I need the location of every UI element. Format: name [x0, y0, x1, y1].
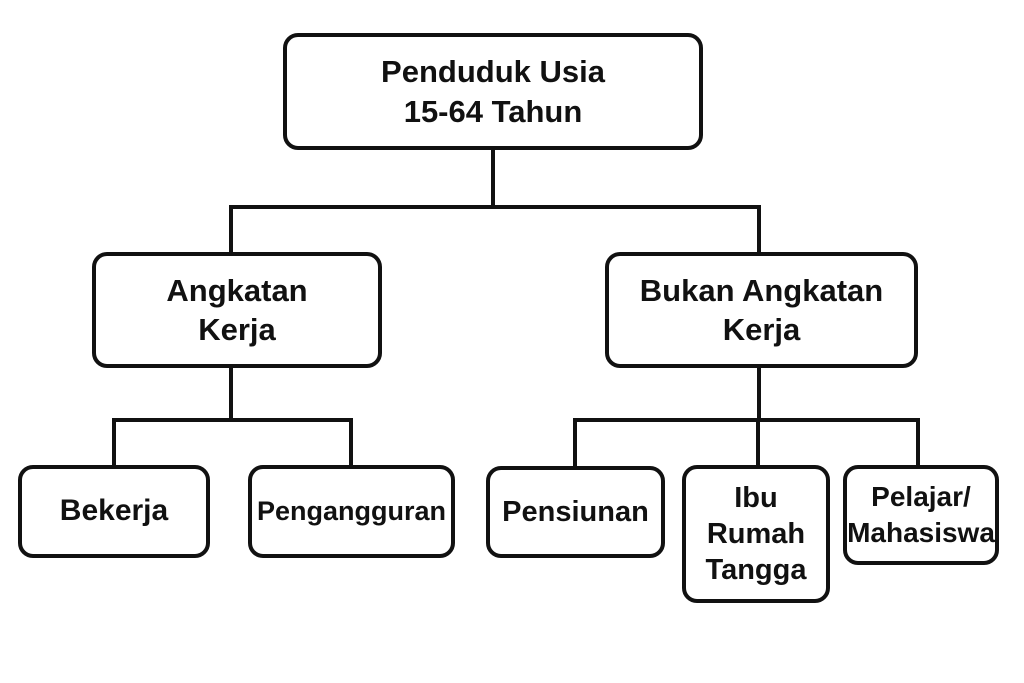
edge-pensiunan-drop [573, 418, 577, 468]
edge-right-horizontal-bar [573, 418, 920, 422]
node-bekerja: Bekerja [18, 465, 210, 558]
edge-left-horizontal-bar [112, 418, 353, 422]
edge-pengangguran-drop [349, 418, 353, 467]
edge-pelajar-mahasiswa-drop [916, 418, 920, 467]
node-pensiunan: Pensiunan [486, 466, 665, 558]
edge-root-stem [491, 148, 495, 209]
edge-angkatan-kerja-drop [229, 205, 233, 254]
node-angkatan-kerja: Angkatan Kerja [92, 252, 382, 368]
node-penduduk-usia-15-64-tahun: Penduduk Usia 15-64 Tahun [283, 33, 703, 150]
edge-bukan-angkatan-kerja-drop [757, 205, 761, 254]
edge-angkatan-kerja-stem [229, 366, 233, 422]
edge-ibu-rumah-tangga-drop [756, 418, 760, 467]
node-bukan-angkatan-kerja: Bukan Angkatan Kerja [605, 252, 918, 368]
node-ibu-rumah-tangga: Ibu Rumah Tangga [682, 465, 830, 603]
node-pengangguran: Pengangguran [248, 465, 455, 558]
edge-level1-horizontal-bar [229, 205, 761, 209]
node-pelajar-mahasiswa: Pelajar/ Mahasiswa [843, 465, 999, 565]
edge-bekerja-drop [112, 418, 116, 467]
edge-bukan-angkatan-kerja-stem [757, 366, 761, 422]
